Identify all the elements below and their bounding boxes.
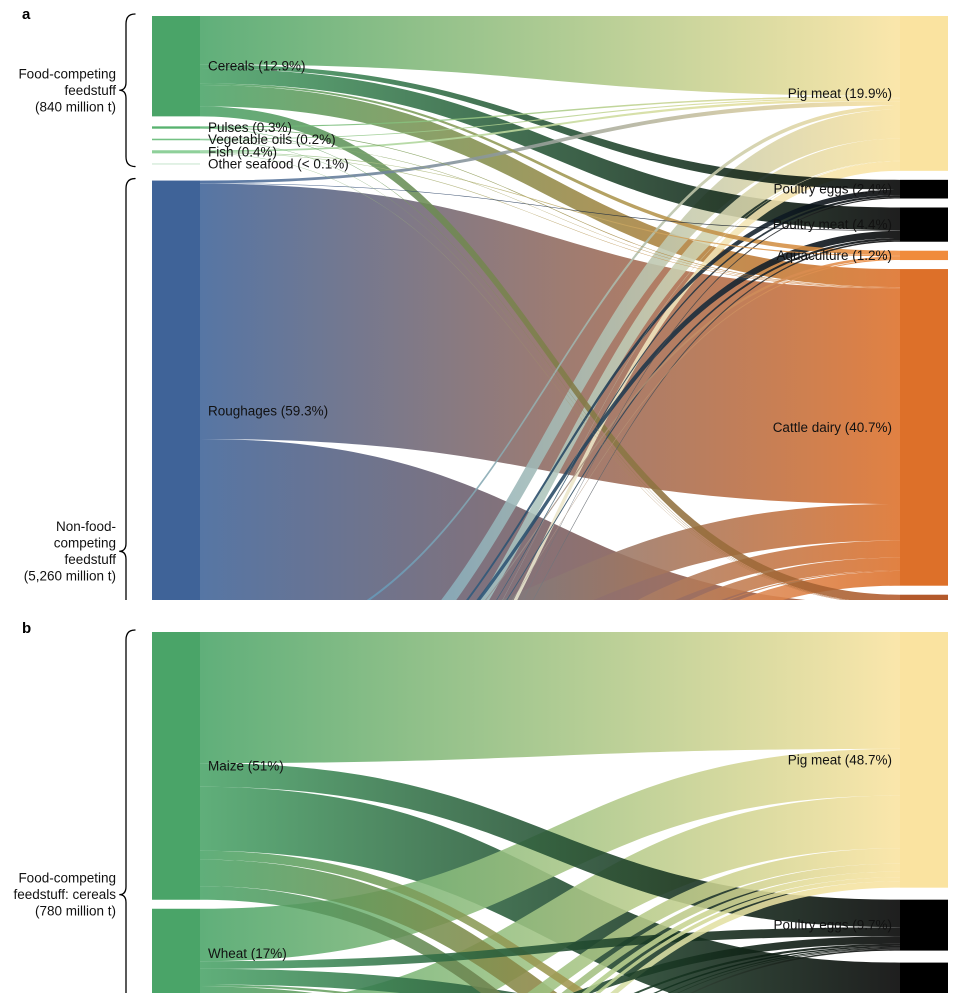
sankey-target-label: Aquaculture (1.2%) bbox=[776, 248, 892, 263]
node-layer bbox=[152, 16, 948, 600]
sankey-flow bbox=[200, 183, 900, 231]
sankey-target-node[interactable] bbox=[900, 207, 948, 242]
label-layer: Cereals (12.9%) Pulses (0.3%)Vegetable oi… bbox=[18, 59, 892, 584]
sankey-source-node[interactable] bbox=[152, 180, 200, 600]
sankey-target-node[interactable] bbox=[900, 899, 948, 951]
sankey-source-label: Fish (0.4%) bbox=[208, 144, 277, 159]
label-layer: Maize (51%)Wheat (17%)Rice (16.9%)Barley… bbox=[13, 752, 892, 961]
sankey-source-node[interactable] bbox=[152, 632, 200, 900]
sankey-source-label: Maize (51%) bbox=[208, 758, 284, 773]
sankey-flow bbox=[200, 68, 900, 231]
sankey-target-node[interactable] bbox=[900, 594, 948, 600]
flow-layer bbox=[200, 16, 900, 600]
sankey-target-node[interactable] bbox=[900, 16, 948, 171]
sankey-source-node[interactable] bbox=[152, 163, 200, 165]
sankey-flow bbox=[200, 927, 900, 969]
group-brace bbox=[119, 177, 136, 600]
sankey-flow bbox=[200, 64, 900, 190]
sankey-source-node[interactable] bbox=[152, 16, 200, 117]
sankey-panel-b: Maize (51%)Wheat (17%)Rice (16.9%)Barley… bbox=[13, 629, 948, 993]
sankey-source-label: Roughages (59.3%) bbox=[208, 404, 328, 419]
sankey-flow bbox=[200, 151, 900, 257]
sankey-source-label: Vegetable oils (0.2%) bbox=[208, 132, 336, 147]
sankey-flow bbox=[200, 83, 900, 256]
sankey-flow bbox=[200, 152, 900, 289]
brace-layer bbox=[119, 13, 136, 600]
sankey-target-label: Poultry eggs (9.7%) bbox=[773, 918, 892, 933]
sankey-flow bbox=[200, 968, 518, 993]
sankey-target-node[interactable] bbox=[900, 250, 948, 261]
sankey-source-label: Cereals (12.9%) bbox=[208, 59, 306, 74]
sankey-flow bbox=[200, 16, 900, 96]
sankey-flow bbox=[200, 984, 353, 993]
sankey-flow bbox=[200, 98, 900, 152]
sankey-source-node[interactable] bbox=[152, 908, 200, 993]
sankey-flow bbox=[200, 139, 900, 288]
sankey-target-node[interactable] bbox=[900, 269, 948, 586]
sankey-flow bbox=[441, 109, 900, 600]
sankey-target-label: Pig meat (19.9%) bbox=[788, 86, 892, 101]
sankey-source-node[interactable] bbox=[152, 138, 200, 141]
sankey-flow bbox=[200, 85, 900, 288]
sankey-source-label: Other seafood (< 0.1%) bbox=[208, 156, 349, 171]
sankey-flow bbox=[200, 986, 312, 993]
flow-layer bbox=[200, 632, 900, 993]
sankey-flow bbox=[200, 632, 900, 764]
sankey-target-node[interactable] bbox=[900, 632, 948, 888]
brace-layer bbox=[119, 629, 136, 993]
sankey-flow bbox=[200, 127, 900, 288]
sankey-target-label: Poultry eggs (2.4%) bbox=[773, 182, 892, 197]
sankey-panel-a: Cereals (12.9%) Pulses (0.3%)Vegetable oi… bbox=[18, 13, 948, 600]
sankey-flow bbox=[200, 101, 900, 184]
sankey-flow bbox=[200, 786, 900, 993]
sankey-target-node[interactable] bbox=[900, 179, 948, 199]
sankey-flow bbox=[200, 95, 900, 128]
sankey-source-label: Wheat (17%) bbox=[208, 946, 287, 961]
sankey-flow bbox=[638, 540, 900, 600]
sankey-flow bbox=[200, 183, 900, 505]
sankey-flow bbox=[200, 859, 558, 993]
sankey-target-node[interactable] bbox=[900, 962, 948, 993]
sankey-flow bbox=[200, 886, 502, 993]
panel-letter-b: b bbox=[22, 620, 32, 637]
sankey-source-label: Pulses (0.3%) bbox=[208, 120, 292, 135]
sankey-target-label: Poultry meat (4.4%) bbox=[773, 217, 892, 232]
node-layer bbox=[152, 632, 948, 993]
sankey-flow bbox=[200, 106, 900, 600]
sankey-target-label: Pig meat (48.7%) bbox=[788, 752, 892, 767]
sankey-target-label: Cattle dairy (40.7%) bbox=[773, 420, 892, 435]
group-brace bbox=[119, 13, 136, 168]
panel-letter-a: a bbox=[22, 6, 31, 23]
sankey-source-node[interactable] bbox=[152, 150, 200, 154]
sankey-source-node[interactable] bbox=[152, 126, 200, 129]
group-brace bbox=[119, 629, 136, 993]
sankey-flow bbox=[200, 97, 900, 140]
sankey-flow bbox=[500, 504, 900, 600]
